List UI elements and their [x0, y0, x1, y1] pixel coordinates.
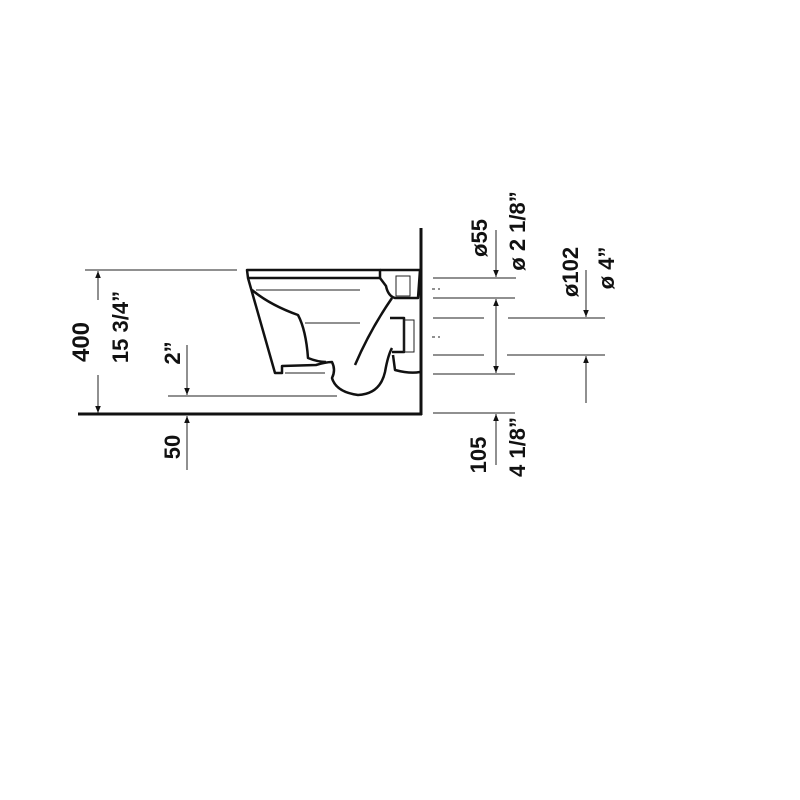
inlet-diameter-mm-label: ø55 — [467, 219, 492, 257]
wall-and-floor — [78, 228, 423, 416]
height-mm-label: 400 — [68, 322, 95, 362]
outlet-height-in-label: 2” — [160, 341, 185, 364]
outlet-diameter-in-label: ø 4” — [594, 247, 619, 290]
connection-dimensions — [432, 230, 605, 465]
toilet-outline — [245, 268, 422, 397]
offset-in-label: 4 1/8” — [505, 417, 530, 477]
outlet-diameter-mm-label: ø102 — [558, 247, 583, 297]
offset-mm-label: 105 — [466, 437, 491, 474]
inlet-diameter-in-label: ø 2 1/8” — [505, 191, 530, 270]
height-in-label: 15 3/4” — [108, 291, 133, 363]
outlet-height-mm-label: 50 — [160, 435, 185, 459]
height-dimension — [85, 269, 337, 470]
